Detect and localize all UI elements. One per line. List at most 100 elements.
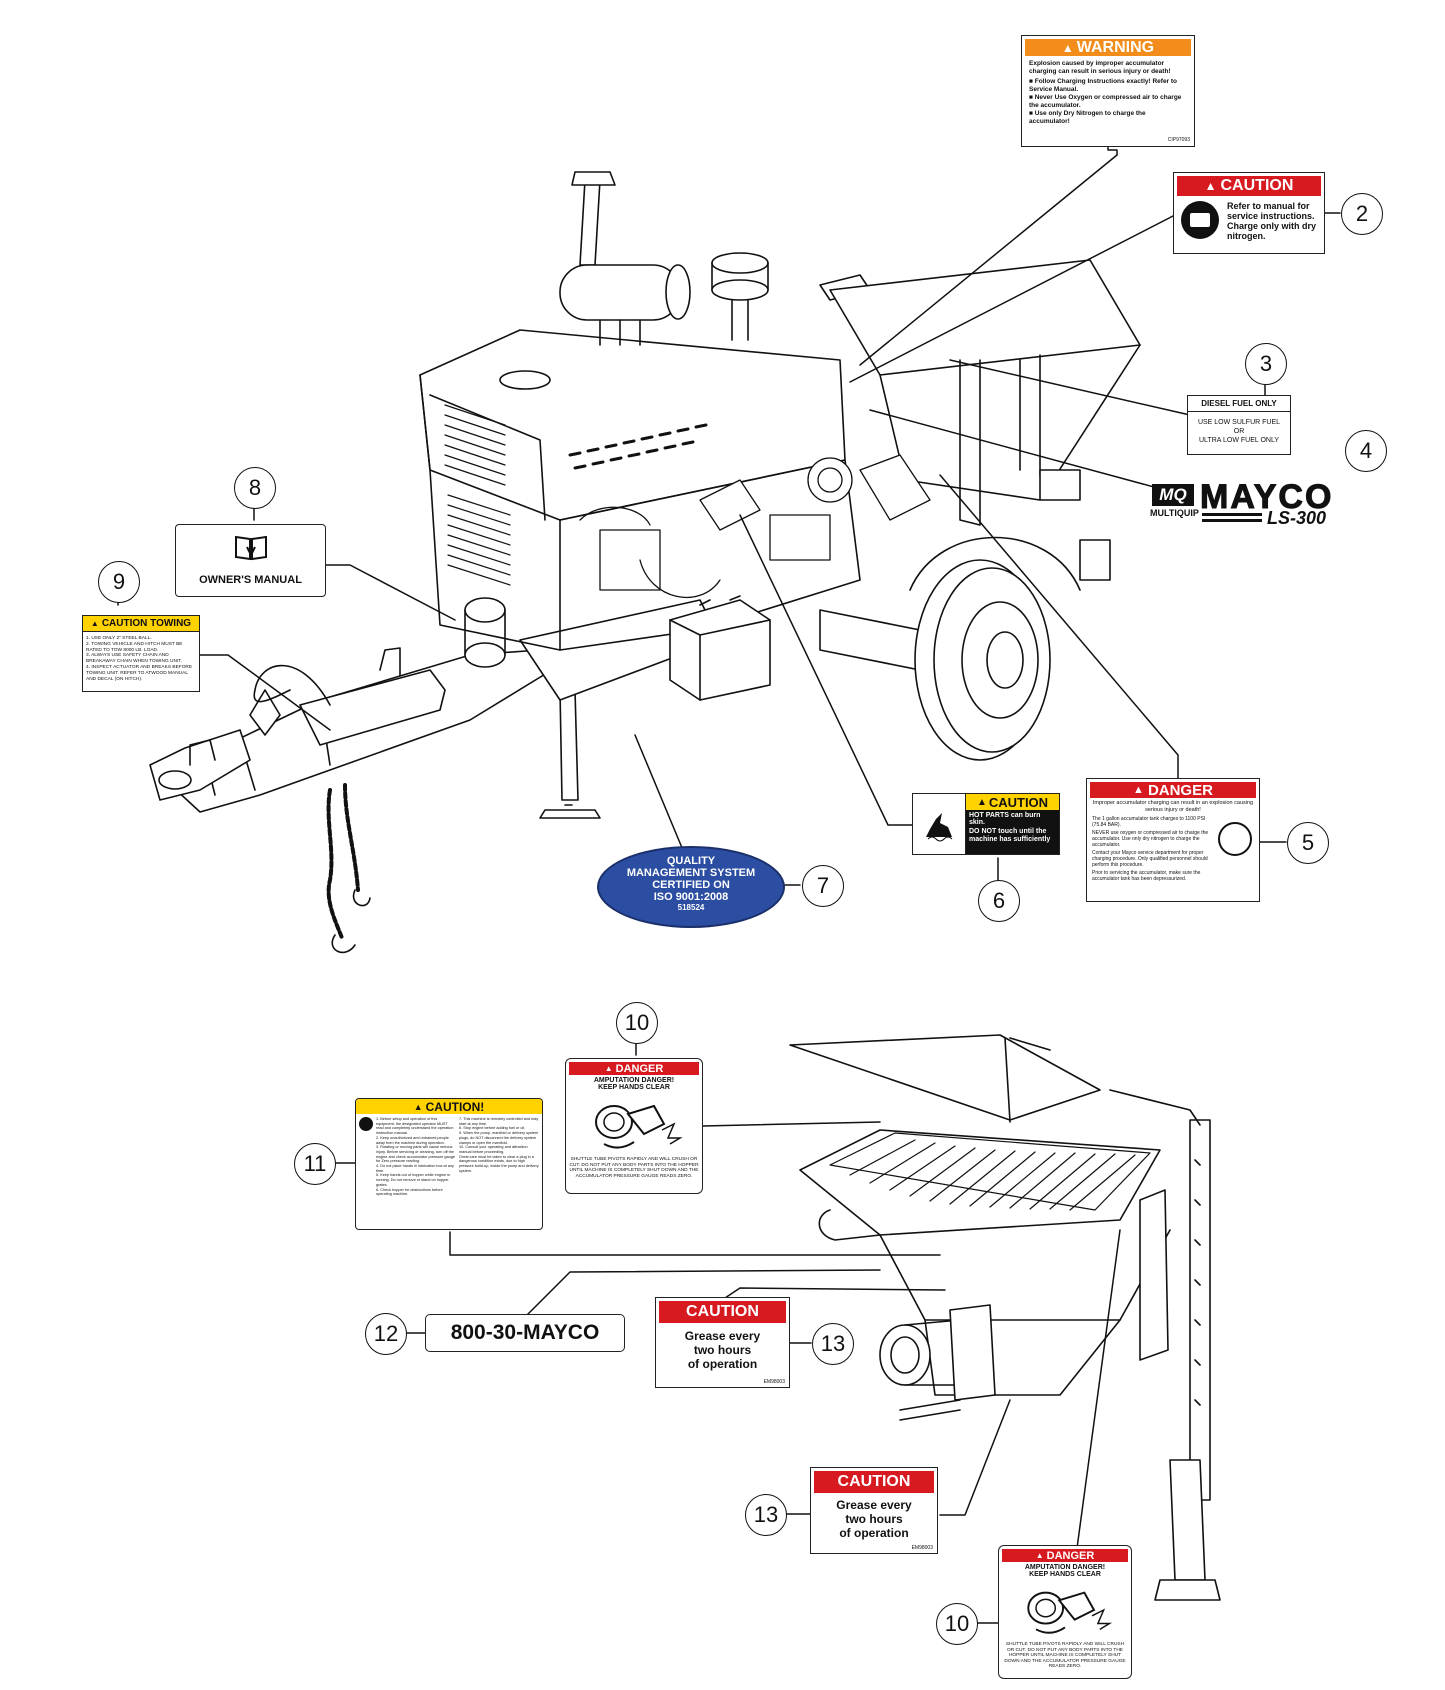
iso-9001-badge: QUALITY MANAGEMENT SYSTEM CERTIFIED ON I… <box>597 846 785 928</box>
grease-line-1: Grease every <box>684 1329 761 1343</box>
hot-surface-icon <box>913 794 966 854</box>
hot-line-1: HOT PARTS can burn skin. <box>969 812 1041 826</box>
amputation-banner: ▲ DANGER <box>569 1062 699 1075</box>
caution-instruction-text: Refer to manual for service instructions… <box>1227 201 1317 241</box>
danger-decal-accumulator: ▲ DANGER Improper accumulator charging c… <box>1086 778 1260 902</box>
callout-2: 2 <box>1341 193 1383 235</box>
mayco-ls300-logo: MQ MULTIQUIP MAYCO LS-300 <box>1150 478 1370 530</box>
hopper-rule: 8. Stop engine before adding fuel or oil… <box>459 1126 526 1131</box>
warning-decal-accumulator: ▲ WARNING Explosion caused by improper a… <box>1021 35 1195 147</box>
hopper-rule: 5. Keep hands out of hopper while engine… <box>376 1173 450 1187</box>
danger-banner: ▲ DANGER <box>1090 781 1256 799</box>
model-text: LS-300 <box>1267 508 1327 528</box>
hopper-rule: 7. This machine is remotely controlled a… <box>459 1117 539 1126</box>
warning-bullet: ■ Use only Dry Nitrogen to charge the ac… <box>1029 110 1146 125</box>
hot-line-2: DO NOT touch until the machine has suffi… <box>969 828 1051 843</box>
amputation-footer: SHUTTLE TUBE PIVOTS RAPIDLY AND WILL CRU… <box>1004 1642 1126 1670</box>
towing-banner: ▲ CAUTION TOWING <box>83 616 199 632</box>
caution-banner: ▲ CAUTION <box>1177 176 1321 196</box>
open-book-icon <box>234 533 268 561</box>
grease-line-3: of operation <box>687 1357 758 1371</box>
warning-triangle-icon: ▲ <box>1061 40 1074 55</box>
grease-header: CAUTION <box>837 1473 911 1490</box>
hopper-rule: Great care must be taken to clear a plug… <box>459 1154 539 1173</box>
iso-code: 518524 <box>677 903 705 912</box>
danger-line: Contact your Mayco service department fo… <box>1092 850 1208 868</box>
grease-banner: CAUTION <box>659 1301 786 1323</box>
warning-code: CIP97093 <box>1167 136 1190 143</box>
amputation-line-2: KEEP HANDS CLEAR <box>598 1084 670 1091</box>
hopper-rule: 6. Check hopper for obstructions before … <box>376 1187 443 1197</box>
callout-6: 6 <box>978 880 1020 922</box>
towing-line: 4. INSPECT ACTUATOR AND BREAKS BEFORE TO… <box>86 664 193 682</box>
caution-triangle-icon: ▲ <box>976 796 987 808</box>
iso-line-1: QUALITY <box>666 855 716 867</box>
callout-10-bottom: 10 <box>936 1603 978 1645</box>
amputation-line-1: AMPUTATION DANGER! <box>593 1077 675 1084</box>
caution-decal-hot-parts: ▲ CAUTION HOT PARTS can burn skin. DO NO… <box>912 793 1060 855</box>
danger-intro: Improper accumulator charging can result… <box>1092 800 1254 813</box>
caution-towing-decal: ▲ CAUTION TOWING 1. USE ONLY 2" STEEL BA… <box>82 615 200 692</box>
hot-caution-banner: ▲ CAUTION <box>966 794 1059 810</box>
caution-hopper-banner: ▲ CAUTION! <box>356 1099 542 1114</box>
callout-13-lower: 13 <box>745 1494 787 1536</box>
danger-line: Prior to servicing the accumulator, make… <box>1092 870 1201 882</box>
grease-caution-decal-lower: CAUTION Grease every two hours of operat… <box>810 1467 938 1554</box>
danger-header: DANGER <box>1147 781 1213 799</box>
amputation-banner: ▲ DANGER <box>1002 1549 1128 1562</box>
mq-logo-icon: MQ <box>1152 484 1194 506</box>
owners-manual-decal: OWNER'S MANUAL <box>175 524 326 597</box>
warning-header: WARNING <box>1076 38 1155 56</box>
callout-8: 8 <box>234 467 276 509</box>
towing-line: 1. USE ONLY 2" STEEL BALL. <box>86 636 152 641</box>
amputation-line-2: KEEP HANDS CLEAR <box>1029 1571 1101 1578</box>
mq-text: MQ <box>1159 485 1187 504</box>
iso-line-4: ISO 9001:2008 <box>653 891 729 903</box>
phone-number-text: 800-30-MAYCO <box>450 1321 600 1344</box>
amputation-header: DANGER <box>615 1062 664 1075</box>
caution-decal-nitrogen: ▲ CAUTION Refer to manual for service in… <box>1173 172 1325 254</box>
danger-triangle-icon: ▲ <box>604 1064 613 1073</box>
iso-line-3: CERTIFIED ON <box>652 879 730 891</box>
trailer-pump-drawing <box>149 171 1141 954</box>
callout-7: 7 <box>802 865 844 907</box>
callout-13-upper: 13 <box>812 1323 854 1365</box>
diesel-line-3: ULTRA LOW FUEL ONLY <box>1199 437 1279 444</box>
grease-line-2: two hours <box>845 1512 903 1526</box>
caution-triangle-icon: ▲ <box>1204 179 1217 193</box>
caution-triangle-icon: ▲ <box>413 1101 423 1112</box>
callout-5: 5 <box>1287 822 1329 864</box>
danger-triangle-icon: ▲ <box>1035 1551 1044 1560</box>
diesel-line-2: OR <box>1233 428 1245 435</box>
grease-line-1: Grease every <box>836 1498 912 1512</box>
grease-line-3: of operation <box>839 1526 909 1540</box>
amputation-line-1: AMPUTATION DANGER! <box>1024 1564 1106 1571</box>
hopper-assembly-drawing <box>789 1034 1221 1601</box>
caution-header: CAUTION <box>1220 177 1294 194</box>
warning-banner: ▲ WARNING <box>1025 39 1191 56</box>
hopper-rule: 2. Keep unauthorized and untrained peopl… <box>376 1135 449 1145</box>
grease-code: EM98003 <box>763 1379 785 1385</box>
hopper-rule: 3. Rotating or moving parts will cause s… <box>376 1145 455 1164</box>
warning-bullet: ■ Follow Charging Instructions exactly! … <box>1029 78 1178 93</box>
owners-manual-label: OWNER'S MANUAL <box>199 574 302 586</box>
hopper-rule: 4. Do not place hands in lubrication box… <box>376 1164 454 1173</box>
caution-triangle-icon: ▲ <box>90 619 99 628</box>
shuttle-tube-icon <box>584 1094 684 1154</box>
towing-header: CAUTION TOWING <box>101 618 192 629</box>
danger-amputation-decal-bottom: ▲ DANGER AMPUTATION DANGER! KEEP HANDS C… <box>998 1545 1132 1679</box>
grease-line-2: two hours <box>693 1343 752 1357</box>
danger-line: The 1 gallon accumulator tank charges to… <box>1092 816 1206 828</box>
danger-amputation-decal-top: ▲ DANGER AMPUTATION DANGER! KEEP HANDS C… <box>565 1058 703 1194</box>
towing-line: 3. ALWAYS USE SAFETY CHAIN AND BREAKAWAY… <box>86 653 183 665</box>
hopper-safety-icon <box>359 1117 373 1131</box>
danger-triangle-icon: ▲ <box>1133 784 1144 796</box>
multiquip-text: MULTIQUIP <box>1150 508 1199 518</box>
diesel-header: DIESEL FUEL ONLY <box>1188 396 1290 412</box>
shuttle-tube-icon <box>1015 1581 1115 1639</box>
diesel-line-1: USE LOW SULFUR FUEL <box>1197 419 1281 426</box>
grease-header: CAUTION <box>686 1303 759 1320</box>
callout-11: 11 <box>294 1143 336 1185</box>
callout-9: 9 <box>98 561 140 603</box>
amputation-footer: SHUTTLE TUBE PIVOTS RAPIDLY AND WILL CRU… <box>569 1157 699 1179</box>
